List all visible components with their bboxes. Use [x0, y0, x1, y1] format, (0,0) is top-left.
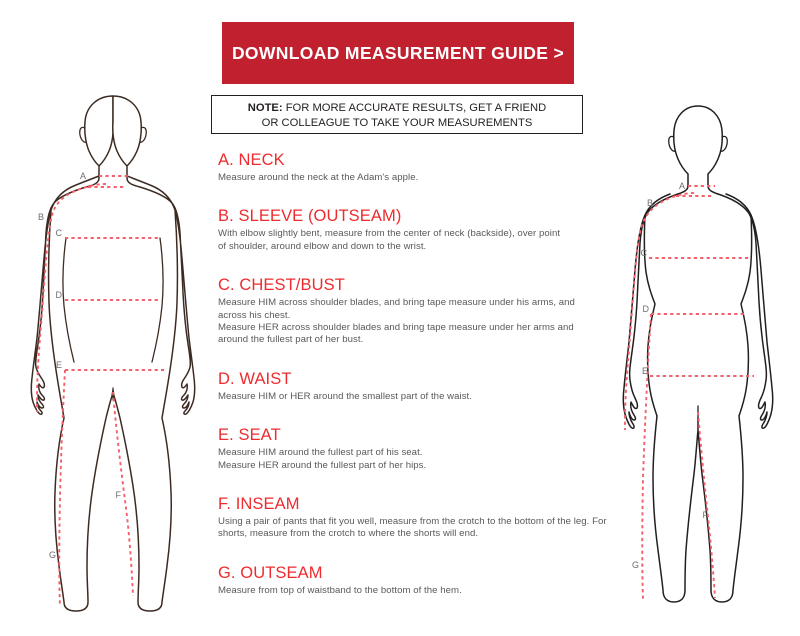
male-legs-outline: [47, 209, 179, 612]
male-label-e: E: [56, 360, 62, 370]
measurement-item-neck: A. NECK Measure around the neck at the A…: [218, 150, 608, 184]
measurement-desc-waist-line-0: Measure HIM or HER around the smallest p…: [218, 390, 472, 402]
measurement-line-b-sleeve: [36, 183, 107, 412]
male-label-a: A: [80, 171, 86, 181]
measurement-desc-seat-line-0: Measure HIM around the fullest part of h…: [218, 447, 423, 459]
male-label-c: C: [56, 228, 63, 238]
measurement-item-sleeve: B. SLEEVE (OUTSEAM) With elbow slightly …: [218, 206, 608, 253]
measurement-item-seat: E. SEAT Measure HIM around the fullest p…: [218, 425, 608, 472]
note-label: NOTE:: [247, 101, 283, 114]
male-figure-svg: A B C D E F G: [30, 95, 196, 612]
female-torso-outline: [643, 214, 753, 417]
female-legs-outline: [652, 415, 744, 603]
male-body-diagram: A B C D E F G: [18, 88, 208, 620]
measurement-item-chest: C. CHEST/BUST Measure HIM across shoulde…: [218, 275, 608, 347]
male-ear-right-detail: [139, 126, 147, 143]
measurement-title-neck: A. NECK: [218, 151, 285, 169]
measurement-title-waist: D. WAIST: [218, 369, 292, 388]
male-label-g: G: [49, 550, 56, 560]
note-box: NOTE: FOR MORE ACCURATE RESULTS, GET A F…: [211, 95, 583, 134]
female-label-e: E: [642, 366, 648, 376]
measurement-desc-chest-line-3: around the fullest part of her bust.: [218, 334, 364, 346]
male-body-outline-right: [112, 95, 196, 415]
measurement-line-g-outseam: [58, 369, 66, 607]
female-body-diagram: A B C D E F G: [608, 100, 788, 620]
male-torso-contour-right: [151, 237, 164, 363]
measurement-title-seat: E. SEAT: [218, 426, 281, 445]
male-torso-contour-left: [62, 237, 75, 363]
measurement-title-inseam: F. INSEAM: [218, 495, 300, 514]
measurement-desc-inseam-line-0: Using a pair of pants that fit you well,…: [218, 516, 607, 528]
female-ear-right-detail: [720, 135, 728, 152]
female-body-outline-left: [622, 193, 679, 429]
measurement-line-f-inseam: [697, 411, 716, 599]
measurement-item-inseam: F. INSEAM Using a pair of pants that fit…: [218, 494, 608, 541]
measurement-item-outseam: G. OUTSEAM Measure from top of waistband…: [218, 563, 608, 597]
male-body-outline: [30, 95, 114, 415]
measurement-desc-chest-line-2: Measure HER across shoulder blades and b…: [218, 322, 574, 334]
female-label-d: D: [643, 304, 650, 314]
measurement-line-f-inseam: [112, 391, 134, 597]
measurement-title-outseam: G. OUTSEAM: [218, 563, 323, 582]
female-figure-svg: A B C D E F G: [622, 105, 774, 603]
note-line-1: NOTE: FOR MORE ACCURATE RESULTS, GET A F…: [248, 101, 546, 116]
note-line-1-text: FOR MORE ACCURATE RESULTS, GET A FRIEND: [282, 101, 547, 114]
female-label-c: C: [641, 248, 648, 258]
male-label-d: D: [56, 290, 63, 300]
measurement-title-sleeve: B. SLEEVE (OUTSEAM): [218, 207, 402, 226]
measurement-desc-inseam-line-1: shorts, measure from the crotch to where…: [218, 528, 479, 540]
measurement-desc-outseam-line-0: Measure from top of waistband to the bot…: [218, 584, 462, 596]
female-label-b: B: [647, 198, 653, 208]
download-measurement-guide-button[interactable]: DOWNLOAD MEASUREMENT GUIDE >: [222, 22, 574, 84]
measurement-desc-seat-line-1: Measure HER around the fullest part of h…: [218, 459, 427, 471]
measurement-desc-chest-line-0: Measure HIM across shoulder blades, and …: [218, 297, 575, 309]
measurement-line-b-sleeve: [624, 192, 695, 430]
female-label-f: F: [703, 510, 709, 520]
female-body-outline-right: [717, 193, 774, 429]
measurement-desc-chest-line-1: across his chest.: [218, 309, 291, 321]
measurement-desc-neck-line-0: Measure around the neck at the Adam's ap…: [218, 172, 419, 183]
female-label-a: A: [679, 181, 685, 191]
female-ear-left-detail: [668, 135, 676, 152]
male-label-f: F: [116, 490, 122, 500]
measurement-list: A. NECK Measure around the neck at the A…: [218, 150, 608, 597]
female-label-g: G: [632, 560, 639, 570]
measurement-desc-sleeve-line-0: With elbow slightly bent, measure from t…: [218, 228, 561, 240]
male-label-b: B: [38, 212, 44, 222]
note-line-2: OR COLLEAGUE TO TAKE YOUR MEASUREMENTS: [261, 116, 533, 129]
measurement-title-chest: C. CHEST/BUST: [218, 276, 345, 295]
male-ear-left-detail: [79, 126, 87, 143]
measurement-desc-sleeve-line-1: of shoulder, around elbow and down to th…: [218, 240, 427, 252]
measurement-item-waist: D. WAIST Measure HIM or HER around the s…: [218, 369, 608, 403]
